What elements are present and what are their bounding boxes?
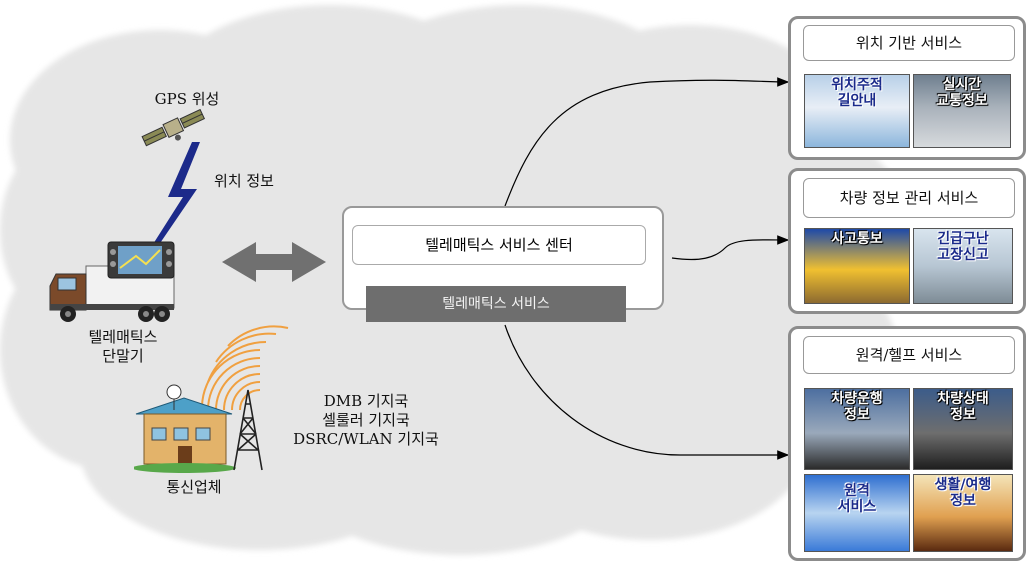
tile-vehicle-status: 차량상태 정보	[913, 388, 1013, 470]
location-services-title: 위치 기반 서비스	[803, 25, 1015, 61]
radio-waves-icon	[201, 325, 289, 411]
service-center-subtitle: 텔레매틱스 서비스	[366, 286, 626, 322]
gps-satellite-icon	[141, 108, 206, 147]
service-center-title: 텔레매틱스 서비스 센터	[352, 225, 646, 265]
tile-location-tracking: 위치주적 길안내	[804, 74, 910, 148]
telematics-terminal-label: 텔레매틱스 단말기	[88, 328, 158, 365]
location-info-label: 위치 정보	[214, 172, 274, 190]
telecom-station-icon	[134, 384, 263, 473]
arrow-to-vehicle-info-services	[671, 235, 790, 261]
tile-accident-report: 사고통보	[804, 228, 910, 304]
double-arrow	[222, 242, 326, 282]
base-stations-label: DMB 기지국 셀룰러 기지국 DSRC/WLAN 기지국	[293, 392, 439, 448]
tile-realtime-traffic: 실시간 교통정보	[913, 74, 1011, 148]
arrow-to-remote-help-services	[504, 324, 790, 460]
remote-help-services-title: 원격/헬프 서비스	[803, 336, 1015, 374]
tile-life-travel-info: 생활/여행 정보	[913, 474, 1013, 552]
telematics-terminal-truck-icon	[49, 241, 175, 322]
arrow-to-location-services	[504, 77, 790, 207]
signal-bolt-icon	[148, 142, 200, 252]
vehicle-info-services-title: 차량 정보 관리 서비스	[803, 178, 1015, 218]
tile-emergency-rescue: 긴급구난 고장신고	[913, 228, 1013, 304]
tile-remote-service: 원격 서비스	[804, 474, 910, 552]
tile-vehicle-operation: 차량운행 정보	[804, 388, 910, 470]
gps-satellite-label: GPS 위성	[154, 90, 220, 108]
telecom-carrier-label: 통신업체	[166, 478, 222, 496]
